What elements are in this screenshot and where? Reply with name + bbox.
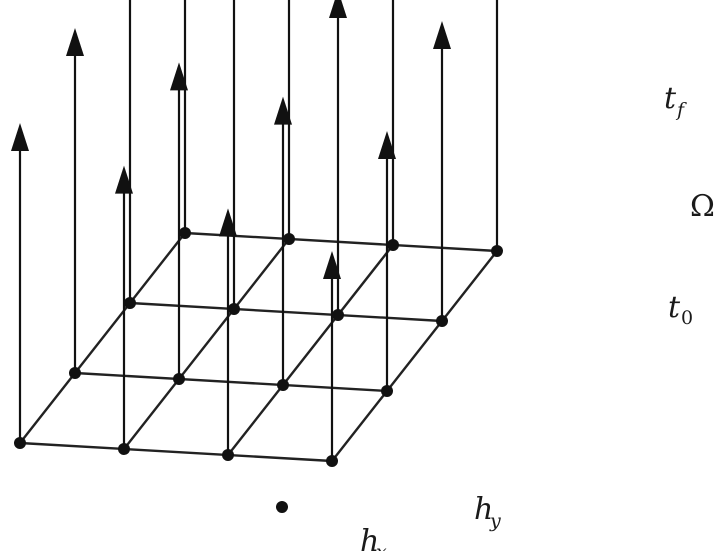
- grid-node: [277, 379, 289, 391]
- time-axis-arrow: [170, 62, 188, 379]
- grid-line-x: [19, 441, 333, 463]
- grid-node: [173, 373, 185, 385]
- label-t-final-base: t: [664, 81, 677, 116]
- grid-line-y: [331, 250, 498, 462]
- grid-node: [228, 303, 240, 315]
- arrowhead-icon: [219, 208, 237, 237]
- grid-node: [283, 233, 295, 245]
- grid-node: [387, 239, 399, 251]
- label-step-y-base: h: [474, 492, 493, 527]
- time-axis-arrow: [391, 0, 395, 245]
- arrowhead-icon: [274, 96, 292, 125]
- time-axis-arrow: [329, 0, 347, 315]
- grid-node: [491, 245, 503, 257]
- grid-node: [381, 385, 393, 397]
- grid-line-y: [123, 238, 290, 450]
- grid-line-y: [19, 232, 186, 444]
- grid-node: [436, 315, 448, 327]
- arrowhead-icon: [323, 251, 341, 279]
- time-axis-arrow: [323, 251, 341, 461]
- label-t-initial-base: t: [668, 290, 681, 325]
- arrowhead-icon: [170, 62, 188, 91]
- time-axis-arrow: [274, 96, 292, 385]
- time-axis-arrow: [183, 0, 187, 233]
- grid-nodes: [14, 227, 503, 513]
- grid-node: [276, 501, 288, 513]
- arrowhead-icon: [433, 21, 451, 49]
- grid-node: [14, 437, 26, 449]
- time-axis-arrow: [495, 0, 499, 251]
- label-step-x-base: h: [360, 524, 379, 551]
- grid-node: [118, 443, 130, 455]
- label-t-initial: t 0: [668, 290, 693, 329]
- time-axes: [11, 0, 499, 461]
- arrowhead-icon: [115, 165, 133, 194]
- time-axis-arrow: [287, 0, 291, 239]
- label-step-y-sub: y: [489, 510, 501, 532]
- grid-node: [326, 455, 338, 467]
- label-t-initial-sub: 0: [681, 307, 693, 329]
- label-step-x: h x: [360, 524, 387, 551]
- grid-line-y: [227, 244, 394, 456]
- grid-line-x: [184, 231, 498, 253]
- grid-node: [222, 449, 234, 461]
- grid-line-x: [74, 371, 388, 393]
- time-axis-arrow: [66, 28, 84, 373]
- grid-node: [124, 297, 136, 309]
- label-t-final-sub: f: [675, 99, 687, 121]
- label-t-final: t f: [664, 81, 687, 121]
- arrowhead-icon: [329, 0, 347, 18]
- grid-node: [69, 367, 81, 379]
- time-axis-arrow: [219, 208, 237, 455]
- time-axis-arrow: [115, 165, 133, 449]
- arrowhead-icon: [66, 28, 84, 56]
- grid-node: [332, 309, 344, 321]
- time-axis-arrow: [433, 21, 451, 321]
- spatial-grid: [19, 231, 498, 463]
- label-step-x-sub: x: [376, 541, 387, 551]
- grid-node: [179, 227, 191, 239]
- arrowhead-icon: [11, 123, 29, 151]
- time-axis-arrow: [11, 123, 29, 443]
- grid-line-x: [129, 301, 443, 323]
- label-domain-base: Ω: [690, 189, 714, 224]
- label-step-y: h y: [474, 492, 501, 532]
- label-domain: Ω: [690, 189, 714, 224]
- arrowhead-icon: [378, 131, 396, 159]
- time-axis-arrow: [378, 131, 396, 391]
- time-axis-arrow: [128, 0, 132, 303]
- time-axis-arrow: [232, 0, 236, 309]
